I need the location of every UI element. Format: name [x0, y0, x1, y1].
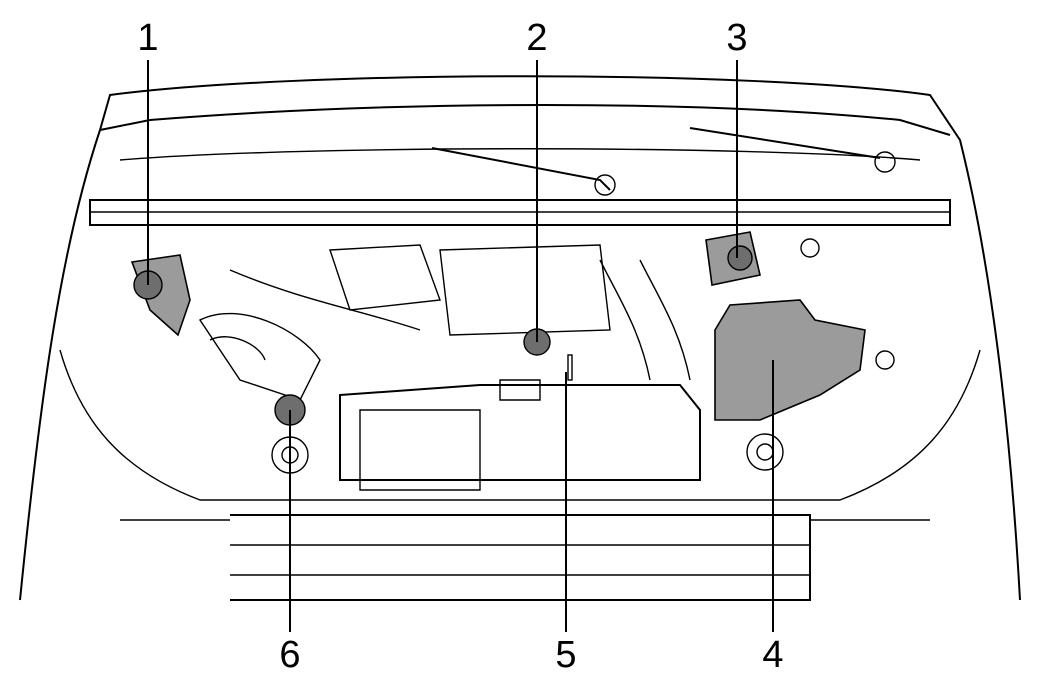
- callout-6: 6: [279, 634, 301, 676]
- callout-2: 2: [526, 17, 548, 59]
- wipers: [431, 127, 896, 196]
- body-outline: [19, 75, 1021, 601]
- dipstick: [567, 354, 573, 381]
- engine-components: [198, 238, 895, 491]
- callout-5: 5: [555, 634, 577, 676]
- callout-1: 1: [137, 17, 159, 59]
- front-grille: [120, 514, 930, 601]
- callout-3: 3: [726, 17, 748, 59]
- battery: [714, 299, 866, 421]
- leader-lines: [147, 60, 774, 632]
- callout-4: 4: [762, 634, 784, 676]
- brake-fluid-cap: [727, 245, 753, 271]
